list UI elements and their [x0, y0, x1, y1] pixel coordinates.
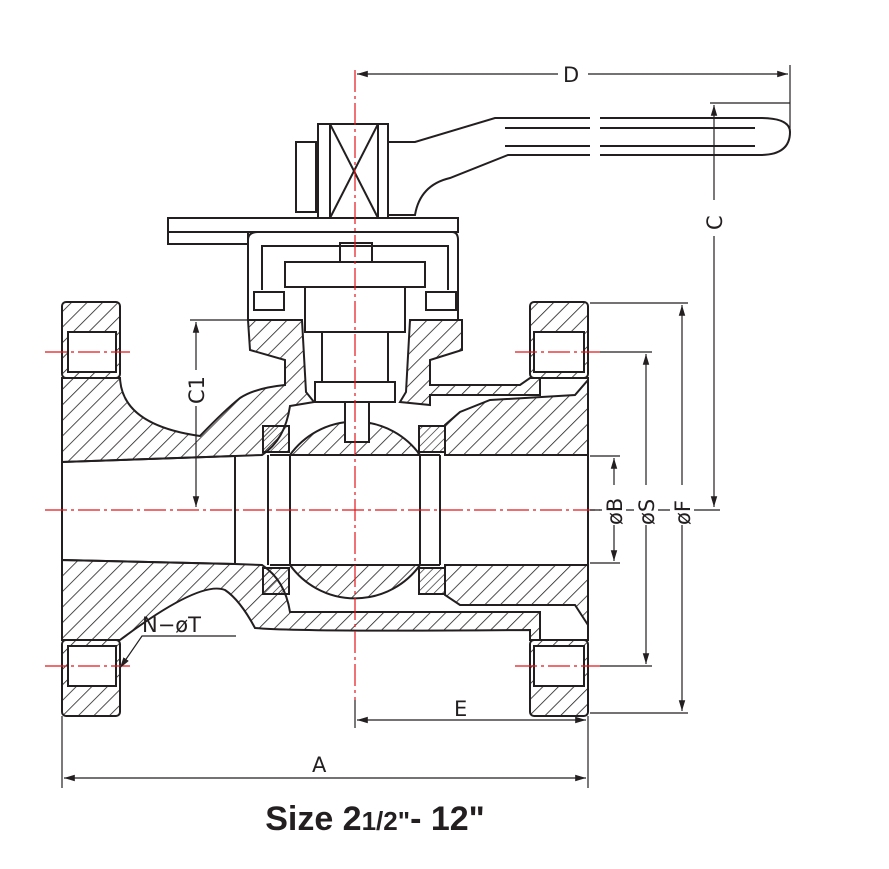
caption-fraction: 1/2" — [361, 806, 411, 836]
size-caption: Size 21/2"- 12" — [0, 800, 750, 839]
dim-c-label: C — [703, 215, 727, 230]
dim-s-label: øS — [635, 499, 659, 525]
caption-prefix: Size 2 — [265, 800, 362, 838]
seats — [262, 425, 446, 595]
dim-a-label: A — [312, 753, 327, 777]
dim-e-label: E — [454, 697, 467, 721]
dimension-labels: D C C1 øF øS øB E A N−øT — [142, 60, 727, 777]
dim-c1-label: C1 — [185, 376, 209, 404]
centerlines — [45, 70, 600, 700]
dim-d-label: D — [563, 63, 579, 87]
dim-b-label: øB — [603, 498, 627, 525]
dim-nt-label: N−øT — [142, 613, 201, 637]
dim-f-label: øF — [671, 500, 695, 525]
caption-suffix: - 12" — [410, 800, 485, 838]
